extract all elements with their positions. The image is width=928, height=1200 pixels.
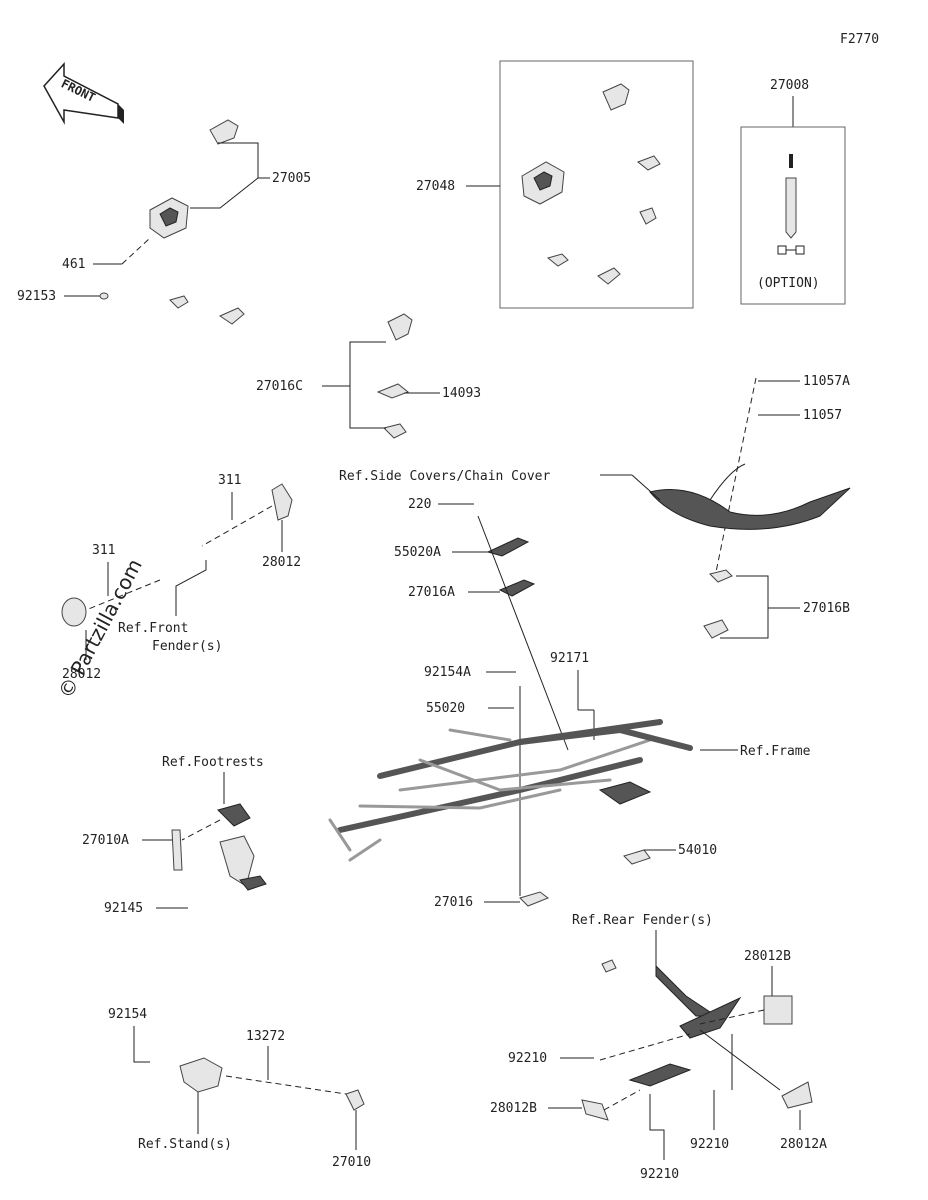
reflector-28012-left xyxy=(61,597,87,627)
ref-rear-fender: Ref.Rear Fender(s) xyxy=(572,913,713,928)
label-92171: 92171 xyxy=(550,651,589,666)
reflector-28012A xyxy=(781,1081,813,1109)
option-27008-box xyxy=(740,126,846,305)
reflector-28012-right xyxy=(271,483,293,521)
ref-front-fender-line2: Fender(s) xyxy=(152,639,222,654)
label-28012-left: 28012 xyxy=(62,667,101,682)
ref-stand: Ref.Stand(s) xyxy=(138,1137,232,1152)
plate-55020A xyxy=(486,537,530,557)
label-92145: 92145 xyxy=(104,901,143,916)
frame-part xyxy=(328,719,693,862)
label-92210-b: 92210 xyxy=(690,1137,729,1152)
label-27005: 27005 xyxy=(272,171,311,186)
label-55020A: 55020A xyxy=(394,545,441,560)
kit-27048-parts xyxy=(521,83,661,285)
seat-cowl-part xyxy=(649,463,851,530)
reflector-28012B-top xyxy=(763,995,793,1025)
label-311-left: 311 xyxy=(92,543,115,558)
bracket-27016A xyxy=(498,579,536,597)
label-92210-c: 92210 xyxy=(640,1167,679,1182)
label-27016B: 27016B xyxy=(803,601,850,616)
label-28012-right: 28012 xyxy=(262,555,301,570)
label-27016A: 27016A xyxy=(408,585,455,600)
label-27010A: 27010A xyxy=(82,833,129,848)
label-461: 461 xyxy=(62,257,85,272)
label-27010: 27010 xyxy=(332,1155,371,1170)
rear-fender-brackets xyxy=(601,959,742,1087)
label-55020: 55020 xyxy=(426,701,465,716)
switch-27016C-parts xyxy=(376,313,413,439)
reflector-28012B-left xyxy=(581,1099,609,1121)
label-27016C: 27016C xyxy=(256,379,303,394)
figure-code: F2770 xyxy=(840,32,879,47)
label-92153: 92153 xyxy=(17,289,56,304)
label-14093: 14093 xyxy=(442,386,481,401)
front-arrow-icon: FRONT xyxy=(43,62,124,125)
label-92154: 92154 xyxy=(108,1007,147,1022)
label-220: 220 xyxy=(408,497,431,512)
label-11057: 11057 xyxy=(803,408,842,423)
label-311-top: 311 xyxy=(218,473,241,488)
stand-bracket-parts xyxy=(179,1057,365,1111)
brackets-27016B-parts xyxy=(703,569,733,639)
key-switch-assembly xyxy=(99,119,245,325)
footrest-bracket-parts xyxy=(171,803,267,891)
label-27008: 27008 xyxy=(770,78,809,93)
label-28012B-left: 28012B xyxy=(490,1101,537,1116)
label-13272: 13272 xyxy=(246,1029,285,1044)
option-label: (OPTION) xyxy=(757,276,820,291)
label-27016: 27016 xyxy=(434,895,473,910)
label-28012A: 28012A xyxy=(780,1137,827,1152)
label-54010: 54010 xyxy=(678,843,717,858)
label-28012B-top: 28012B xyxy=(744,949,791,964)
part-54010 xyxy=(623,849,651,865)
kit-27048-box xyxy=(499,60,694,309)
label-92154A: 92154A xyxy=(424,665,471,680)
ref-footrests: Ref.Footrests xyxy=(162,755,264,770)
option-27008-part xyxy=(777,154,805,255)
label-92210-a: 92210 xyxy=(508,1051,547,1066)
bracket-27016 xyxy=(519,891,550,907)
label-11057A: 11057A xyxy=(803,374,850,389)
ref-front-fender-line1: Ref.Front xyxy=(118,621,188,636)
ref-frame: Ref.Frame xyxy=(740,744,811,759)
label-27048: 27048 xyxy=(416,179,455,194)
ref-side-covers: Ref.Side Covers/Chain Cover xyxy=(339,469,550,484)
